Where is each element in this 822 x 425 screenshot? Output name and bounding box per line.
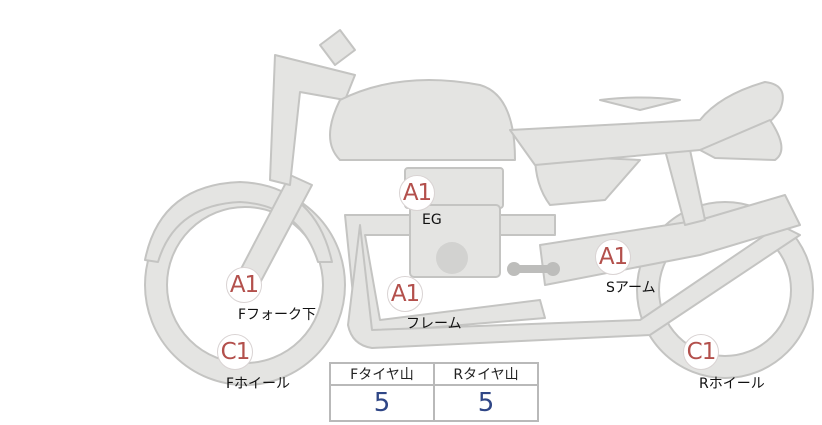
front-wheel-grade-marker[interactable]: C1 <box>217 334 253 370</box>
front-fork-grade-marker[interactable]: A1 <box>226 267 262 303</box>
rear-tire-header: Rタイヤ山 <box>433 362 539 386</box>
rear-wheel-grade-marker[interactable]: C1 <box>683 334 719 370</box>
front-tire-value: 5 <box>329 384 435 422</box>
tire-tread-table: Fタイヤ山 Rタイヤ山 5 5 <box>329 362 539 422</box>
eg-grade-marker[interactable]: A1 <box>399 175 435 211</box>
swing-arm-grade-marker[interactable]: A1 <box>595 239 631 275</box>
front-wheel-label: Fホイール <box>226 376 291 392</box>
frame-label: フレーム <box>406 316 462 332</box>
front-tire-header: Fタイヤ山 <box>329 362 435 386</box>
swing-arm-label: Sアーム <box>606 280 656 296</box>
frame-grade-marker[interactable]: A1 <box>387 276 423 312</box>
rear-wheel-label: Rホイール <box>699 376 765 392</box>
front-fork-label: Fフォーク下 <box>238 307 317 323</box>
rear-tire-value: 5 <box>433 384 539 422</box>
eg-label: EG <box>422 212 442 228</box>
